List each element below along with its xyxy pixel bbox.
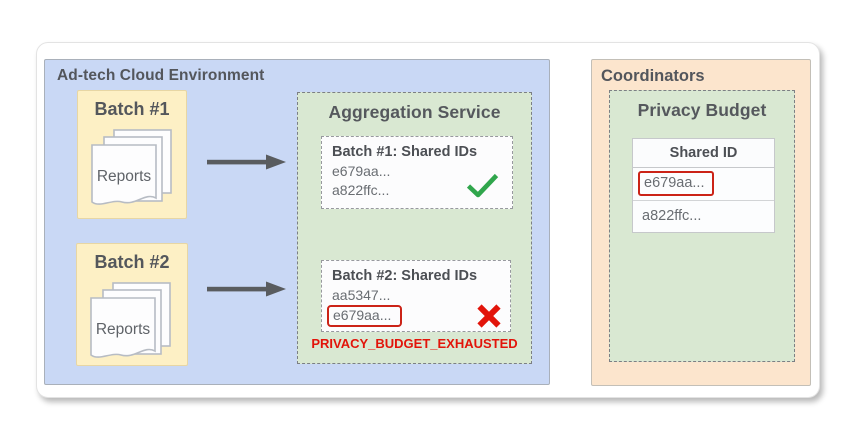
coordinators-panel: Coordinators Privacy Budget Shared ID e6… xyxy=(591,59,811,386)
arrow-right-icon xyxy=(207,281,286,297)
batch-1-box: Batch #1 Reports xyxy=(77,90,187,219)
arrow-right-icon xyxy=(207,154,286,170)
batch-2-title: Batch #2 xyxy=(94,252,170,272)
flagged-id-highlight: e679aa... xyxy=(327,304,403,327)
shared-id-value: e679aa... xyxy=(332,163,391,179)
aggregation-service-title: Aggregation Service xyxy=(328,102,501,122)
shared-id-table-header: Shared ID xyxy=(633,139,774,168)
aggregation-service-box: Aggregation Service Batch #1: Shared IDs… xyxy=(297,92,532,364)
reports-stack-icon: Reports xyxy=(90,282,171,358)
flagged-id-highlight: e679aa... xyxy=(638,171,715,196)
batch-1-title: Batch #1 xyxy=(94,99,170,119)
adtech-environment-title: Ad-tech Cloud Environment xyxy=(57,67,265,84)
checkmark-icon xyxy=(466,173,499,198)
reports-label: Reports xyxy=(96,321,151,338)
shared-id-table-row: e679aa... xyxy=(633,168,774,200)
shared-id-value: e679aa... xyxy=(327,304,510,327)
privacy-budget-box: Privacy Budget Shared ID e679aa... a822f… xyxy=(609,90,795,362)
shared-id-value: aa5347... xyxy=(332,287,391,303)
batch-1-shared-ids-box: Batch #1: Shared IDs e679aa... a822ffc..… xyxy=(321,136,513,209)
privacy-budget-title: Privacy Budget xyxy=(637,100,767,120)
batch-2-shared-ids-box: Batch #2: Shared IDs aa5347... e679aa... xyxy=(321,260,511,332)
reports-label: Reports xyxy=(97,168,152,185)
diagram-card: Ad-tech Cloud Environment Batch #1 Repor… xyxy=(36,42,820,398)
shared-id-value: a822ffc... xyxy=(332,181,390,198)
privacy-budget-exhausted-label: PRIVACY_BUDGET_EXHAUSTED xyxy=(311,336,518,351)
adtech-environment-panel: Ad-tech Cloud Environment Batch #1 Repor… xyxy=(44,59,550,385)
x-mark-icon xyxy=(477,304,501,328)
batch-1-shared-ids-title: Batch #1: Shared IDs xyxy=(332,144,478,160)
batch-2-shared-ids-title: Batch #2: Shared IDs xyxy=(332,268,478,284)
shared-id-table-row: a822ffc... xyxy=(633,200,774,232)
reports-stack-icon: Reports xyxy=(91,129,172,205)
shared-id-table: Shared ID e679aa... a822ffc... xyxy=(632,138,775,233)
coordinators-title: Coordinators xyxy=(601,67,705,85)
batch-2-box: Batch #2 Reports xyxy=(76,243,188,366)
